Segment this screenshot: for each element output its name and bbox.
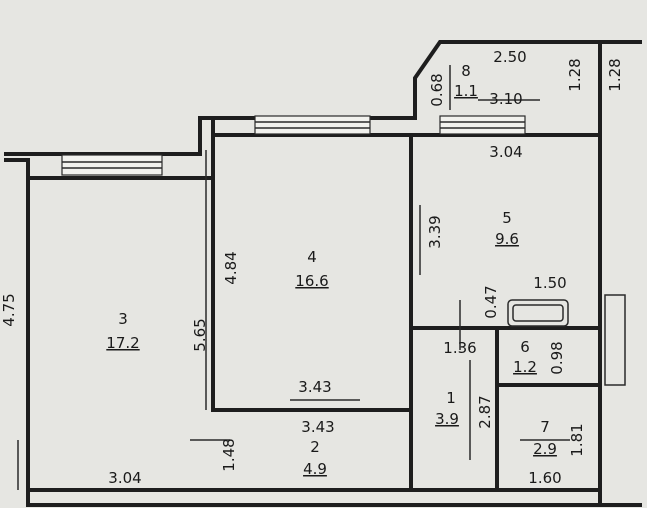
- exterior-wall: [4, 158, 642, 507]
- room-4-area: 16.6: [295, 272, 328, 290]
- room-1-number: 1: [446, 389, 456, 407]
- room-5-area: 9.6: [495, 230, 519, 248]
- dimension-label: 4.84: [222, 251, 240, 284]
- dimension-label: 3.04: [108, 469, 141, 487]
- wall-panel: [604, 294, 626, 386]
- dimension-label: 1.48: [220, 438, 238, 471]
- dimension-label: 3.39: [426, 215, 444, 248]
- bathtub-inner: [512, 304, 564, 322]
- dimension-label: 3.43: [301, 418, 334, 436]
- room-7-number: 7: [540, 418, 550, 436]
- room-4-number: 4: [307, 248, 317, 266]
- room-6-number: 6: [520, 338, 530, 356]
- window: [439, 115, 526, 135]
- dimension-label: 1.50: [533, 274, 566, 292]
- dimension-label: 3.04: [489, 143, 522, 161]
- room-2-area: 4.9: [303, 460, 327, 478]
- room-5-number: 5: [502, 209, 512, 227]
- dimension-label: 0.68: [428, 73, 446, 106]
- room-3-area: 17.2: [106, 334, 139, 352]
- room-2-number: 2: [310, 438, 320, 456]
- room-3-number: 3: [118, 310, 128, 328]
- dimension-label: 1.81: [568, 423, 586, 456]
- dimension-label: 4.75: [0, 293, 18, 326]
- room-7-area: 2.9: [533, 440, 557, 458]
- exterior-wall-top: [4, 40, 642, 156]
- dimension-label: 1.28: [566, 58, 584, 91]
- dimension-label: 2.50: [493, 48, 526, 66]
- room-1-area: 3.9: [435, 410, 459, 428]
- dimension-label: 1.36: [443, 339, 476, 357]
- room-8-number: 8: [461, 62, 471, 80]
- dimension-label: 0.47: [482, 285, 500, 318]
- dimension-label: 1.28: [606, 58, 624, 91]
- dimension-label: 0.98: [548, 341, 566, 374]
- dimension-label: 3.10: [489, 90, 522, 108]
- window: [61, 154, 163, 176]
- room-8-area: 1.1: [454, 82, 478, 100]
- bathtub: [507, 299, 569, 327]
- window: [254, 115, 371, 135]
- dimension-label: 3.43: [298, 378, 331, 396]
- room-6-area: 1.2: [513, 358, 537, 376]
- dimension-label: 5.65: [191, 318, 209, 351]
- dimension-label: 2.87: [476, 395, 494, 428]
- dimension-label: 1.60: [528, 469, 561, 487]
